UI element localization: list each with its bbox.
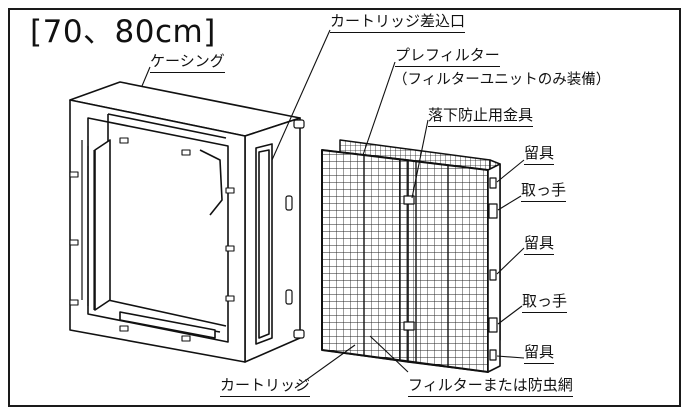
casing-bottom-rail: [119, 311, 216, 339]
label-fall-prevention: 落下防止用金具: [428, 104, 534, 127]
clip-top-mark: [489, 177, 497, 189]
clip-bottom-mark: [489, 349, 497, 361]
label-handle-bottom: 取っ手: [522, 290, 568, 313]
label-prefilter-note: （フィルターユニットのみ装備）: [393, 72, 611, 88]
label-prefilter: プレフィルター: [395, 44, 500, 67]
leader-lines: [141, 29, 525, 389]
label-clip-top: 留具: [524, 142, 555, 165]
label-clip-bottom: 留具: [524, 341, 555, 364]
diagram-frame: [8, 8, 681, 407]
label-cartridge-slot: カートリッジ差込口: [330, 10, 466, 33]
diagram-title: [70、80cm]: [30, 14, 216, 50]
label-casing: ケーシング: [150, 50, 225, 73]
handle-top-mark: [488, 203, 498, 219]
cartridge: [321, 149, 501, 373]
fall-prevention-fittings: [403, 195, 415, 331]
filter-sheet-left: [321, 149, 409, 363]
handle-bottom-mark: [488, 317, 498, 333]
label-filter-or-screen: フィルターまたは防虫網: [408, 374, 573, 397]
cartridge-side-frame: [487, 163, 501, 373]
label-handle-top: 取っ手: [521, 179, 567, 202]
label-cartridge: カートリッジ: [220, 374, 311, 397]
clip-middle-mark: [489, 269, 497, 281]
casing: [69, 81, 305, 363]
label-clip-middle: 留具: [524, 232, 555, 255]
